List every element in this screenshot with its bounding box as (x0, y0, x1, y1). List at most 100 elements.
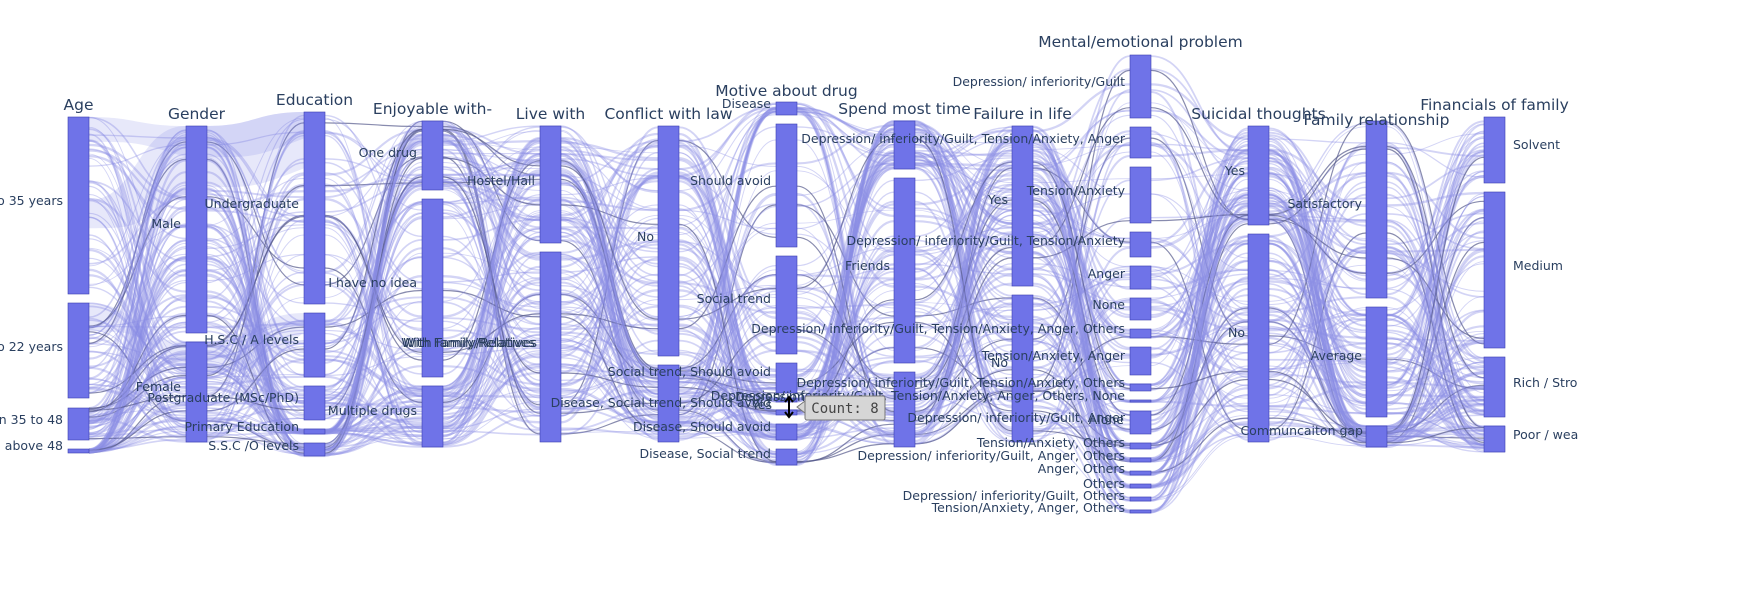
ribbon-line[interactable] (88, 89, 1505, 433)
category-bar-conflict-with-law-yes[interactable] (657, 364, 680, 443)
ribbon-line[interactable] (88, 107, 1505, 449)
ribbon-line[interactable] (88, 145, 1505, 433)
category-bar-motive-about-drug-disease-should-avoid[interactable] (775, 423, 798, 441)
category-bar-financials-of-family-poor-wea[interactable] (1483, 425, 1506, 453)
ribbon-line[interactable] (88, 122, 1505, 460)
category-bar-spend-most-time-alone[interactable] (893, 177, 916, 364)
ribbon-line[interactable] (88, 166, 1505, 473)
ribbon-line[interactable] (88, 134, 1505, 489)
category-bar-mental-emotional-problem-depression-inferiority-guilt-anger[interactable] (1129, 410, 1152, 435)
category-bar-mental-emotional-problem-tension-anxiety-others[interactable] (1129, 442, 1152, 450)
category-bar-mental-emotional-problem-others[interactable] (1129, 483, 1152, 489)
category-bar-education-postgraduate-msc-phd[interactable] (303, 385, 326, 421)
ribbon-line[interactable] (88, 159, 1505, 445)
ribbon-line[interactable] (88, 130, 1505, 452)
category-bar-mental-emotional-problem-tension-anxiety-anger[interactable] (1129, 346, 1152, 376)
ribbon-line[interactable] (88, 136, 1505, 458)
axis-title-live-with[interactable]: Live with (516, 105, 585, 123)
category-bar-spend-most-time-c2[interactable] (893, 371, 916, 448)
ribbon-line[interactable] (88, 192, 1505, 451)
category-bar-suicidal-thoughts-no[interactable] (1247, 233, 1270, 443)
category-bar-family-relationship-communcaiton-gap[interactable] (1365, 425, 1388, 448)
category-bar-mental-emotional-problem-depression-inferiority-guilt-others[interactable] (1129, 496, 1152, 502)
ribbon-line[interactable] (88, 137, 1505, 406)
ribbon-line[interactable] (88, 171, 1505, 489)
category-bar-mental-emotional-problem-depression-inferiority-guilt-tension-anxiety[interactable] (1129, 231, 1152, 258)
category-bar-live-with-hostel-hall[interactable] (539, 125, 562, 244)
ribbon-line[interactable] (88, 110, 1505, 500)
category-bar-spend-most-time-friends[interactable] (893, 120, 916, 170)
ribbon-line[interactable] (88, 123, 1505, 463)
category-bar-mental-emotional-problem-depression-inferiority-guilt-tension-anxiety-anger-others[interactable] (1129, 328, 1152, 339)
category-bar-education-h-s-c-a-levels[interactable] (303, 312, 326, 378)
category-bar-gender-male[interactable] (185, 125, 208, 334)
ribbon-line[interactable] (88, 123, 1505, 501)
category-bar-age-above-48[interactable] (67, 448, 90, 454)
ribbon-line[interactable] (88, 128, 1505, 451)
category-bar-gender-female[interactable] (185, 341, 208, 443)
axis-title-mental-emotional-problem[interactable]: Mental/emotional problem (1038, 33, 1243, 51)
category-bar-mental-emotional-problem-tension-anxiety[interactable] (1129, 166, 1152, 224)
category-bar-motive-about-drug-disease-social-trend[interactable] (775, 448, 798, 466)
ribbon-line[interactable] (88, 126, 1505, 446)
ribbon-line[interactable] (88, 184, 1505, 450)
category-bar-mental-emotional-problem-anger[interactable] (1129, 265, 1152, 290)
category-bar-mental-emotional-problem-anger-others[interactable] (1129, 470, 1152, 476)
axis-title-age[interactable]: Age (64, 96, 94, 114)
ribbon-line[interactable] (88, 123, 1505, 441)
category-bar-enjoyable-with-with-family-relatives[interactable] (421, 385, 444, 448)
ribbon-line[interactable] (88, 172, 1505, 454)
category-bar-enjoyable-with-i-have-no-idea[interactable] (421, 198, 444, 378)
ribbon-line[interactable] (88, 134, 1505, 464)
category-bar-mental-emotional-problem-depression-inferiority-guilt-anger-others[interactable] (1129, 457, 1152, 463)
ribbon-line[interactable] (88, 120, 1505, 445)
ribbon-line[interactable] (88, 146, 1505, 449)
category-bar-mental-emotional-problem-depression-inferiority-guilt[interactable] (1129, 54, 1152, 119)
category-bar-motive-about-drug-social-trend-should-avoid[interactable] (775, 362, 798, 394)
category-bar-failure-in-life-yes[interactable] (1011, 125, 1034, 287)
category-bar-mental-emotional-problem-depression-inferiority-guilt-tension-anxiety-anger-others-none[interactable] (1129, 399, 1152, 403)
ribbon-line[interactable] (88, 107, 1505, 431)
axis-title-education[interactable]: Education (276, 91, 353, 109)
category-bar-mental-emotional-problem-depression-inferiority-guilt-tension-anxiety-others[interactable] (1129, 383, 1152, 392)
axis-title-gender[interactable]: Gender (168, 105, 226, 123)
category-bar-education-s-s-c-o-levels[interactable] (303, 442, 326, 457)
ribbon-line[interactable] (88, 114, 1505, 435)
category-bar-family-relationship-satisfactory[interactable] (1365, 120, 1388, 299)
category-bar-education-primary-education[interactable] (303, 428, 326, 435)
ribbon-line[interactable] (88, 138, 1505, 451)
ribbon-line[interactable] (88, 141, 1505, 452)
axis-title-conflict-with-law[interactable]: Conflict with law (604, 105, 732, 123)
category-bar-financials-of-family-solvent[interactable] (1483, 116, 1506, 184)
axis-title-family-relationship[interactable]: Family relationship (1304, 111, 1450, 129)
axis-title-suicidal-thoughts[interactable]: Suicidal thoughts (1191, 105, 1325, 123)
ribbon-line[interactable] (88, 144, 1505, 461)
category-bar-conflict-with-law-no[interactable] (657, 125, 680, 357)
category-bar-age-en-35-to-48[interactable] (67, 407, 90, 441)
ribbon-line[interactable] (88, 114, 1505, 446)
ribbon-line[interactable] (88, 194, 1505, 444)
ribbon-line[interactable] (88, 153, 1505, 489)
axis-title-enjoyable-with[interactable]: Enjoyable with- (373, 100, 492, 118)
category-bar-mental-emotional-problem-depression-inferiority-guilt-tension-anxiety-anger[interactable] (1129, 126, 1152, 159)
ribbon-line[interactable] (88, 134, 1505, 487)
ribbon-line[interactable] (88, 129, 1505, 452)
ribbon-line[interactable] (88, 144, 1505, 477)
ribbon-line[interactable] (88, 124, 1505, 454)
category-bar-financials-of-family-medium[interactable] (1483, 191, 1506, 349)
category-bar-family-relationship-average[interactable] (1365, 306, 1388, 418)
category-bar-failure-in-life-no[interactable] (1011, 294, 1034, 443)
category-bar-age-to-22-years[interactable] (67, 302, 90, 399)
ribbon-line[interactable] (88, 69, 1505, 454)
ribbon-line[interactable] (88, 134, 1505, 452)
category-bar-motive-about-drug-should-avoid[interactable] (775, 123, 798, 248)
category-bar-enjoyable-with-one-drug[interactable] (421, 120, 444, 191)
ribbon-line[interactable] (88, 188, 1505, 440)
category-bar-mental-emotional-problem-none[interactable] (1129, 297, 1152, 321)
category-bar-live-with-with-family-relatives[interactable] (539, 251, 562, 443)
category-bar-motive-about-drug-disease[interactable] (775, 101, 798, 116)
ribbon-line[interactable] (88, 143, 1505, 514)
axis-title-spend-most-time[interactable]: Spend most time (838, 100, 970, 118)
ribbon-line[interactable] (88, 107, 1505, 415)
ribbon-line[interactable] (88, 151, 1505, 453)
